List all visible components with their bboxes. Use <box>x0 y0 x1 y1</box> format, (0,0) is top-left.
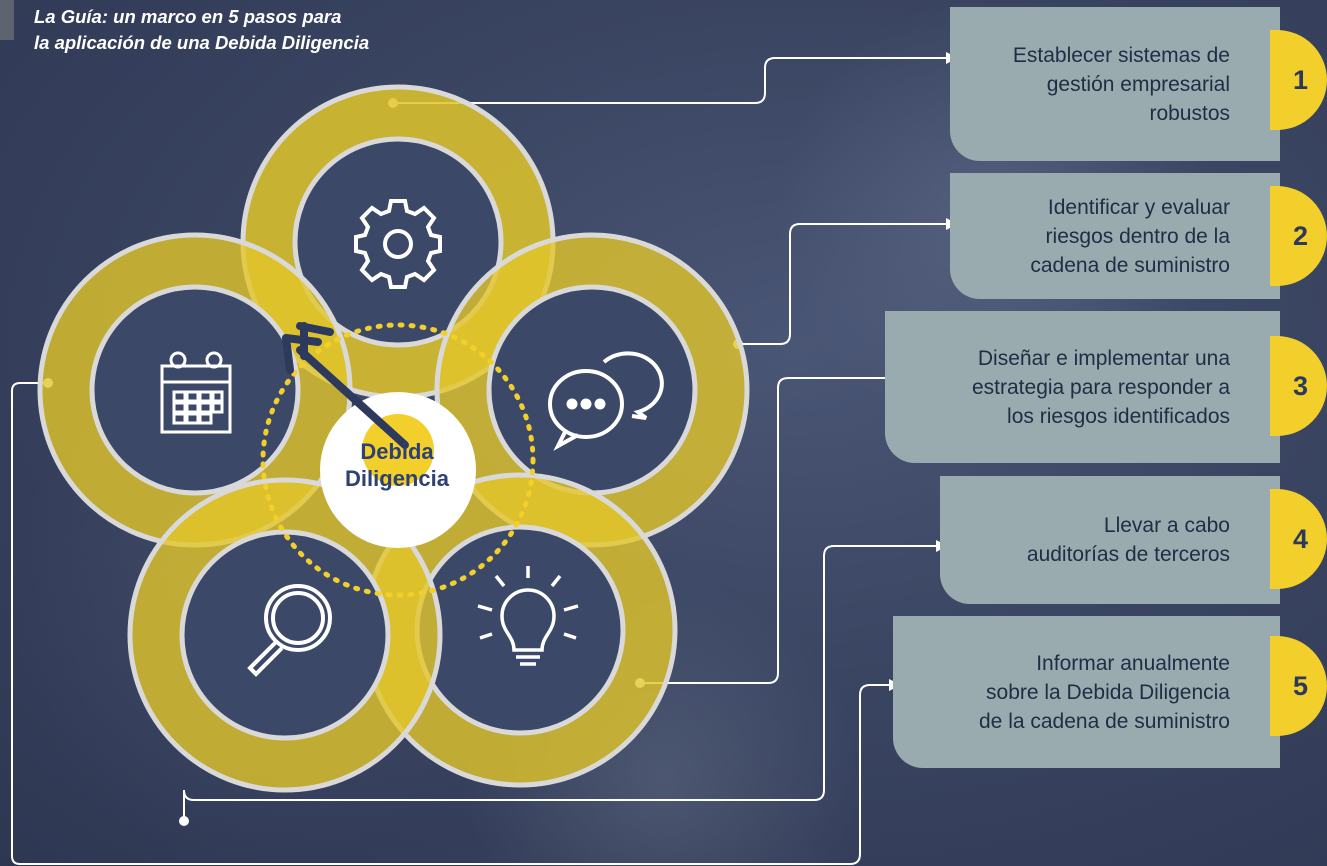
chat-bubbles-icon <box>548 351 664 451</box>
step-4-text: Llevar a cabo auditorías de terceros <box>1026 514 1230 566</box>
step-2-text: Identificar y evaluar riesgos dentro de … <box>1030 195 1230 277</box>
step-card-5: Informar anualmente sobre la Debida Dili… <box>893 616 1280 768</box>
center-label-line-2: Diligencia <box>345 466 449 491</box>
title-line-2: la aplicación de una Debida Diligencia <box>34 32 370 53</box>
ring-bottom-right <box>362 472 678 788</box>
title-line-1: La Guía: un marco en 5 pasos para <box>34 6 342 27</box>
step-3-text: Diseñar e implementar una estrategia par… <box>972 346 1230 428</box>
connector-5 <box>11 382 893 865</box>
connector-2 <box>738 223 950 345</box>
ring-left <box>37 232 353 548</box>
step-5-text: Informar anualmente sobre la Debida Dili… <box>979 651 1230 733</box>
step-card-1: Establecer sistemas de gestión empresari… <box>950 7 1280 161</box>
arrow-icon <box>282 322 409 449</box>
connector-3 <box>640 377 890 684</box>
step-card-3: Diseñar e implementar una estrategia par… <box>885 311 1280 463</box>
magnifier-icon <box>247 584 332 677</box>
ring-bottom-left <box>127 477 443 793</box>
page-title: La Guía: un marco en 5 pasos para la apl… <box>34 4 369 56</box>
gear-icon <box>354 199 442 289</box>
step-card-2: Identificar y evaluar riesgos dentro de … <box>950 173 1280 299</box>
connector-4 <box>183 545 940 821</box>
center-label-line-1: Debida <box>360 439 434 464</box>
connector-1 <box>393 57 950 104</box>
calendar-icon <box>160 351 232 434</box>
ring-right <box>434 232 750 548</box>
connector-lines <box>11 57 950 865</box>
bullseye <box>362 414 434 486</box>
center-label: Debida Diligencia <box>322 438 472 492</box>
lightbulb-icon <box>477 566 579 666</box>
step-1-text: Establecer sistemas de gestión empresari… <box>1012 43 1230 125</box>
step-card-4: Llevar a cabo auditorías de terceros <box>940 476 1280 604</box>
title-accent-bar <box>0 0 14 40</box>
dotted-orbit <box>260 322 536 598</box>
rings <box>37 84 750 793</box>
